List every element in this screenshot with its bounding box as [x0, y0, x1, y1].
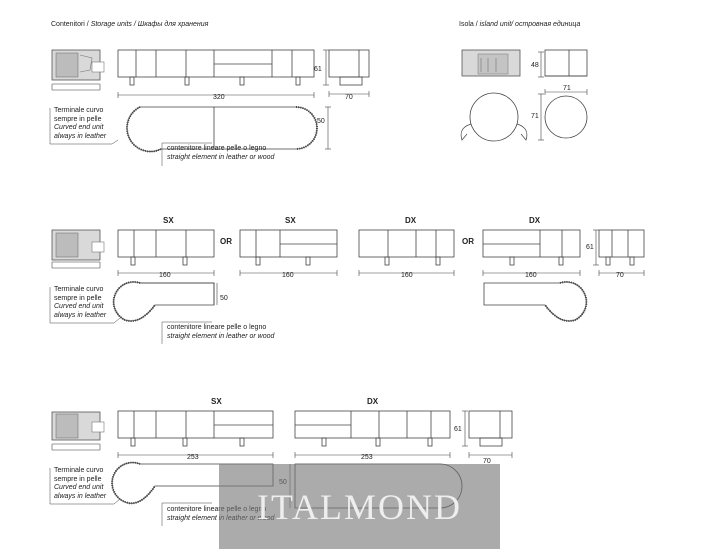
perspective-thumbnail-row-2 — [51, 229, 105, 269]
label-dx-b: DX — [529, 216, 541, 225]
elevation-dx-a-160 — [358, 229, 455, 266]
label-dx-253: DX — [367, 397, 379, 406]
leader-lines-row-1 — [49, 108, 212, 166]
label-sx-a: SX — [163, 216, 174, 225]
dim-width-253-sx: 253 — [187, 454, 199, 461]
island-dimension-lines — [538, 51, 588, 141]
top-view-curved-sx-253 — [111, 461, 274, 505]
top-view-curved-320 — [126, 106, 318, 153]
side-elevation — [328, 49, 370, 86]
island-top-view-closed — [544, 95, 588, 139]
leader-lines-row-3 — [49, 468, 212, 526]
dim-height-61-row-3: 61 — [454, 426, 462, 433]
dim-island-width-71: 71 — [563, 85, 571, 92]
side-elevation-row-2 — [598, 229, 645, 266]
dim-width-320: 320 — [213, 94, 225, 101]
side-elevation-row-3 — [468, 410, 513, 447]
label-sx-b: SX — [285, 216, 296, 225]
dim-height-61-row-2: 61 — [586, 244, 594, 251]
top-view-curved-dx-160 — [483, 280, 588, 322]
label-or-sx: OR — [220, 237, 232, 246]
dim-height-61: 61 — [314, 66, 322, 73]
leader-lines-row-2 — [49, 287, 212, 344]
label-sx-253: SX — [211, 397, 222, 406]
perspective-thumbnail — [51, 49, 105, 91]
island-top-view-open — [460, 92, 528, 142]
elevation-sx-253 — [117, 410, 274, 447]
label-or-dx: OR — [462, 237, 474, 246]
dim-width-160-dx-b: 160 — [525, 272, 537, 279]
island-unit-title: Isola / island unit/ островная единица — [459, 21, 581, 28]
storage-units-title: Contenitori / Storage units / Шкафы для … — [51, 21, 209, 28]
dim-width-160-sx-b: 160 — [282, 272, 294, 279]
label-dx-a: DX — [405, 216, 417, 225]
elevation-sx-b-160 — [239, 229, 338, 266]
dim-depth-70: 70 — [345, 94, 353, 101]
island-front-elevation — [544, 49, 588, 77]
top-view-curved-sx-160 — [112, 280, 215, 322]
dimension-lines-row-1 — [117, 49, 370, 150]
dim-depth-70-row-3: 70 — [483, 458, 491, 465]
dim-width-160-dx-a: 160 — [401, 272, 413, 279]
elevation-dx-b-160 — [482, 229, 581, 266]
elevation-sx-a-160 — [117, 229, 215, 266]
dim-island-height-48: 48 — [531, 62, 539, 69]
dim-depth-50: 50 — [317, 118, 325, 125]
italmond-watermark: ITALMOND — [219, 464, 500, 549]
dim-depth-50-row-2: 50 — [220, 295, 228, 302]
dim-depth-70-row-2: 70 — [616, 272, 624, 279]
dim-island-diameter-71: 71 — [531, 113, 539, 120]
dimension-lines-row-3 — [117, 410, 513, 508]
dim-width-160-sx-a: 160 — [159, 272, 171, 279]
elevation-dx-253 — [294, 410, 451, 447]
perspective-thumbnail-row-3 — [51, 411, 105, 451]
island-perspective — [461, 49, 521, 77]
dim-width-253-dx: 253 — [361, 454, 373, 461]
dimension-lines-row-2 — [117, 229, 645, 305]
front-elevation-320 — [117, 49, 315, 86]
